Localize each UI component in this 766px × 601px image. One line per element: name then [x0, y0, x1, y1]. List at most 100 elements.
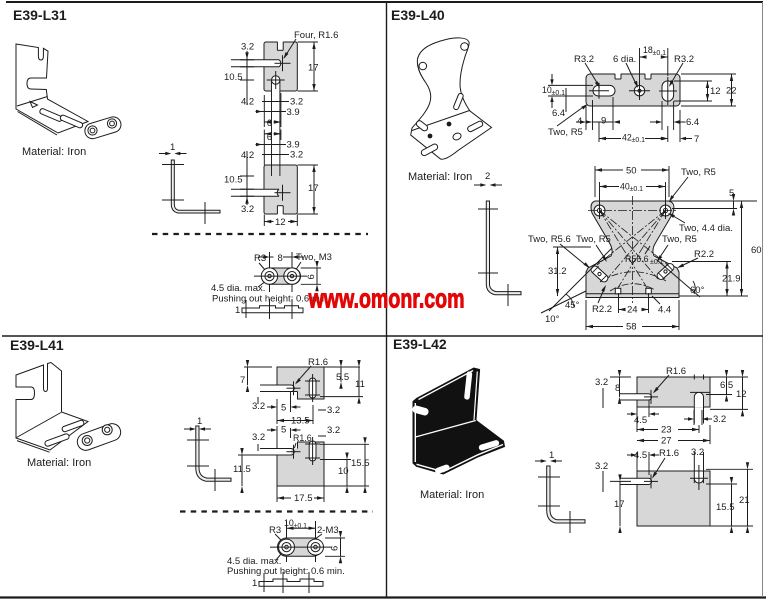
svg-text:6: 6 [330, 546, 341, 551]
svg-text:17: 17 [614, 499, 625, 510]
svg-text:3.9: 3.9 [287, 107, 300, 118]
svg-text:Two, M3: Two, M3 [296, 252, 332, 263]
svg-text:10: 10 [542, 85, 552, 95]
svg-text:50: 50 [626, 166, 637, 177]
svg-text:12: 12 [275, 217, 286, 228]
svg-text:5: 5 [729, 188, 734, 199]
svg-text:15.5: 15.5 [716, 502, 735, 513]
svg-text:21.9: 21.9 [722, 274, 741, 285]
svg-text:1: 1 [235, 305, 240, 316]
svg-text:7: 7 [694, 134, 699, 145]
svg-text:1: 1 [252, 578, 257, 589]
svg-text:4.4: 4.4 [658, 305, 671, 316]
svg-text:6.4: 6.4 [552, 108, 565, 119]
svg-text:R3.2: R3.2 [574, 54, 594, 65]
svg-text:6: 6 [267, 132, 272, 143]
svg-text:R3.2: R3.2 [674, 54, 694, 65]
svg-text:27: 27 [661, 436, 672, 447]
svg-text:R3: R3 [269, 525, 281, 536]
svg-text:4.5 dia. max.: 4.5 dia. max. [211, 283, 265, 294]
svg-text:3.2: 3.2 [252, 401, 265, 412]
svg-text:17.5: 17.5 [294, 493, 313, 504]
svg-text:6.4: 6.4 [686, 117, 699, 128]
svg-text:E39-L42: E39-L42 [393, 336, 447, 352]
svg-text:www.omonr.com: www.omonr.com [308, 284, 465, 314]
svg-text:4.5 dia. max.: 4.5 dia. max. [227, 556, 281, 567]
svg-text:5: 5 [281, 403, 286, 414]
svg-text:E39-L31: E39-L31 [13, 7, 67, 23]
svg-text:Two, R5: Two, R5 [681, 167, 716, 178]
svg-text:2: 2 [485, 171, 490, 182]
svg-text:Material: Iron: Material: Iron [22, 146, 86, 158]
svg-text:R1.6: R1.6 [659, 448, 679, 459]
svg-text:18: 18 [643, 45, 653, 55]
svg-text:4.2: 4.2 [241, 97, 254, 108]
svg-text:45°: 45° [565, 300, 580, 311]
svg-text:3.2: 3.2 [241, 42, 254, 53]
svg-text:R56.6: R56.6 [625, 254, 649, 264]
svg-text:Pushing out height: 0.6 min.: Pushing out height: 0.6 min. [227, 566, 345, 577]
svg-text:23: 23 [661, 425, 672, 436]
svg-text:4.2: 4.2 [241, 150, 254, 161]
svg-text:R3: R3 [254, 253, 266, 264]
svg-text:31.2: 31.2 [548, 266, 567, 277]
svg-text:3.2: 3.2 [241, 204, 254, 215]
svg-text:6: 6 [267, 118, 272, 129]
svg-text:Two, R5: Two, R5 [548, 127, 583, 138]
svg-text:22: 22 [726, 86, 737, 97]
svg-text:Material: Iron: Material: Iron [408, 171, 472, 183]
svg-text:3.2: 3.2 [327, 405, 340, 416]
svg-text:8: 8 [278, 253, 283, 264]
svg-text:3.2: 3.2 [595, 377, 608, 388]
svg-text:R2.2: R2.2 [592, 304, 612, 315]
svg-text:E39-L40: E39-L40 [391, 7, 445, 23]
svg-text:3.9: 3.9 [287, 140, 300, 151]
svg-text:R1.6: R1.6 [666, 366, 686, 377]
svg-text:3.2: 3.2 [595, 461, 608, 472]
svg-text:3.2: 3.2 [691, 447, 704, 458]
svg-text:10.5: 10.5 [224, 175, 243, 186]
svg-text:60°: 60° [690, 285, 705, 296]
svg-text:17: 17 [308, 183, 319, 194]
svg-text:3.2: 3.2 [713, 414, 726, 425]
svg-text:1: 1 [197, 416, 202, 427]
svg-text:±0.1: ±0.1 [552, 90, 566, 97]
svg-text:40: 40 [620, 182, 630, 192]
svg-text:Pushing out height: 0.6 min.: Pushing out height: 0.6 min. [212, 294, 330, 305]
svg-text:10°: 10° [545, 314, 560, 325]
svg-text:21: 21 [739, 495, 750, 506]
svg-text:7: 7 [240, 375, 245, 386]
svg-text:R2.2: R2.2 [694, 249, 714, 260]
svg-text:±0.1: ±0.1 [630, 186, 644, 193]
svg-text:Two, R5.6: Two, R5.6 [528, 234, 571, 245]
svg-text:±0.1: ±0.1 [650, 259, 664, 266]
svg-text:Two, R5: Two, R5 [662, 234, 697, 245]
svg-text:6: 6 [306, 274, 317, 279]
svg-text:5: 5 [281, 425, 286, 436]
svg-text:Four, R1.6: Four, R1.6 [294, 30, 338, 41]
svg-text:3.2: 3.2 [252, 432, 265, 443]
svg-text:6 dia.: 6 dia. [613, 54, 636, 65]
svg-text:17: 17 [308, 63, 319, 74]
svg-text:Two, 4.4 dia.: Two, 4.4 dia. [679, 223, 733, 234]
svg-text:58: 58 [626, 322, 637, 333]
svg-text:1: 1 [549, 450, 554, 461]
svg-text:5.5: 5.5 [336, 372, 349, 383]
svg-text:8: 8 [615, 383, 620, 394]
svg-text:E39-L41: E39-L41 [10, 337, 64, 353]
svg-text:10: 10 [338, 466, 349, 477]
svg-text:4.5: 4.5 [634, 415, 647, 426]
svg-text:3.2: 3.2 [327, 425, 340, 436]
svg-text:3.2: 3.2 [290, 97, 303, 108]
svg-text:15.5: 15.5 [351, 458, 370, 469]
svg-text:Two, R5: Two, R5 [576, 234, 611, 245]
svg-text:24: 24 [627, 305, 638, 316]
svg-text:Material: Iron: Material: Iron [420, 489, 484, 501]
svg-text:R1.6: R1.6 [293, 433, 312, 443]
svg-text:±0.1: ±0.1 [632, 137, 646, 144]
svg-text:1: 1 [170, 142, 175, 153]
svg-text:2-M3: 2-M3 [317, 525, 339, 536]
svg-text:12: 12 [710, 86, 721, 97]
svg-text:60: 60 [751, 245, 762, 256]
svg-text:4.5: 4.5 [634, 450, 647, 461]
